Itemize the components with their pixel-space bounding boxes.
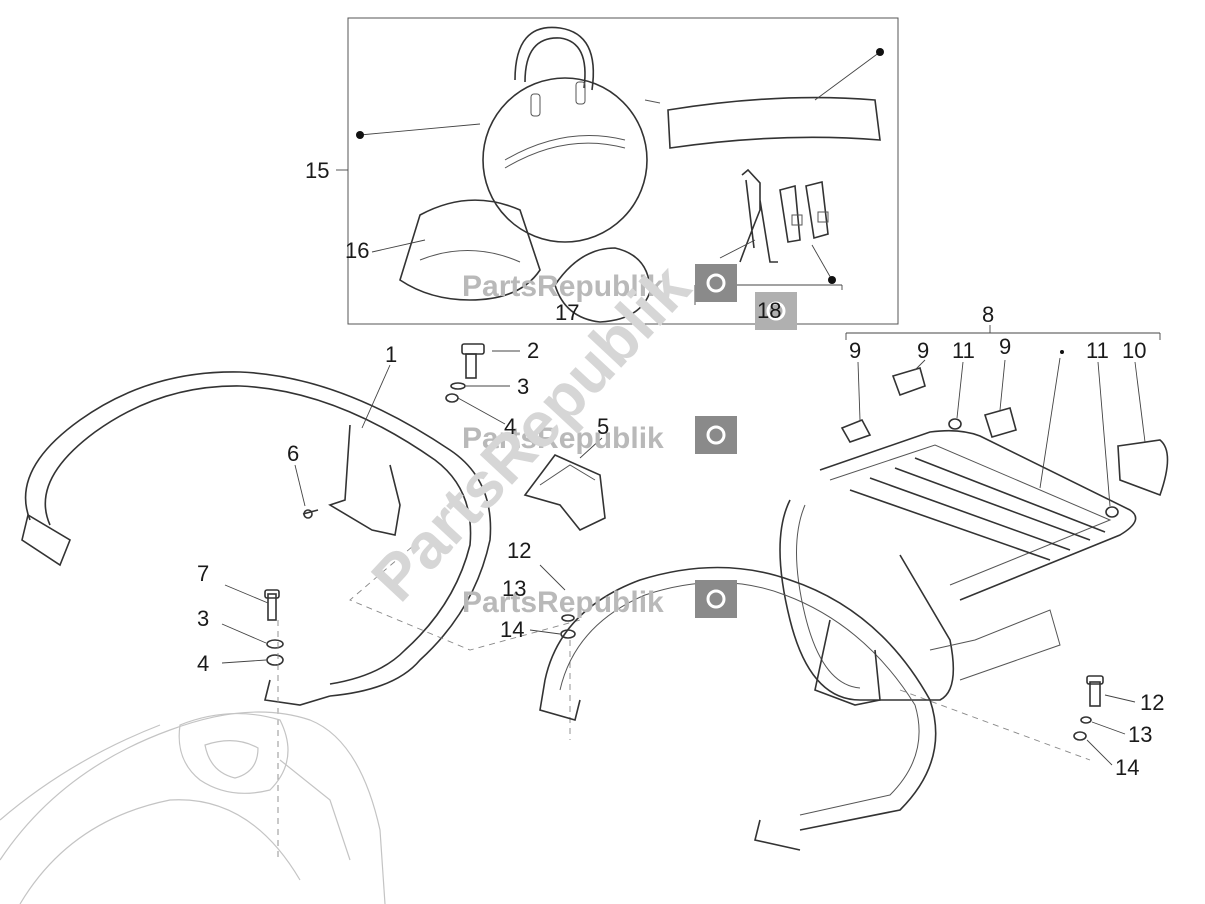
callout-15: 15 (305, 158, 329, 183)
callout-2: 2 (527, 338, 539, 363)
gear-badge-icon (695, 580, 737, 618)
luggage-rack (539, 429, 1137, 851)
callout-12: 12 (1140, 690, 1164, 715)
callout-9: 9 (917, 338, 929, 363)
callout-16: 16 (345, 238, 369, 263)
cover-shroud (399, 199, 541, 301)
clip-b (891, 367, 926, 397)
callout-11: 11 (952, 338, 975, 363)
callout-3: 3 (517, 374, 529, 399)
svg-text:PartsRepublik: PartsRepublik (462, 422, 664, 455)
cover-cap (554, 247, 651, 323)
scooter-body-outline (0, 711, 386, 904)
callout-18: 18 (757, 298, 781, 323)
callout-10: 10 (1122, 338, 1146, 363)
callout-5: 5 (597, 414, 609, 439)
clip-c (983, 407, 1017, 438)
callout-6: 6 (287, 441, 299, 466)
gear-badge-icon (755, 292, 797, 330)
support-stand (739, 168, 778, 263)
kit-box-frame (347, 17, 899, 325)
callout-9: 9 (999, 334, 1011, 359)
callout-13: 13 (1128, 722, 1152, 747)
callout-7: 7 (197, 561, 209, 586)
callout-14: 14 (500, 617, 524, 642)
callout-3: 3 (197, 606, 209, 631)
callout-8: 8 (982, 302, 994, 327)
gear-badge-icon (695, 416, 737, 454)
decal-strip (667, 96, 881, 149)
spare-wheel-bag (482, 26, 661, 243)
callout-11: 11 (1086, 338, 1109, 363)
rear-grab-handle (21, 371, 492, 706)
callout-13: 13 (502, 576, 526, 601)
svg-text:PartsRepublik: PartsRepublik (462, 586, 664, 619)
callout-14: 14 (1115, 755, 1139, 780)
svg-text:PartsRepublik: PartsRepublik (462, 270, 664, 303)
straps (779, 181, 829, 243)
callout-17: 17 (555, 300, 579, 325)
callout-12: 12 (507, 538, 531, 563)
mount-bracket (523, 454, 606, 531)
callout-1: 1 (385, 342, 397, 367)
callout-labels: 1 2 3 4 5 6 7 3 4 8 9 9 11 9 11 10 12 13… (197, 158, 1164, 780)
rack-end-cap (1117, 439, 1169, 497)
callout-9: 9 (849, 338, 861, 363)
gear-badge-icon (695, 264, 737, 302)
clip-a (840, 418, 872, 443)
callout-4: 4 (197, 651, 209, 676)
callout-4: 4 (504, 414, 516, 439)
